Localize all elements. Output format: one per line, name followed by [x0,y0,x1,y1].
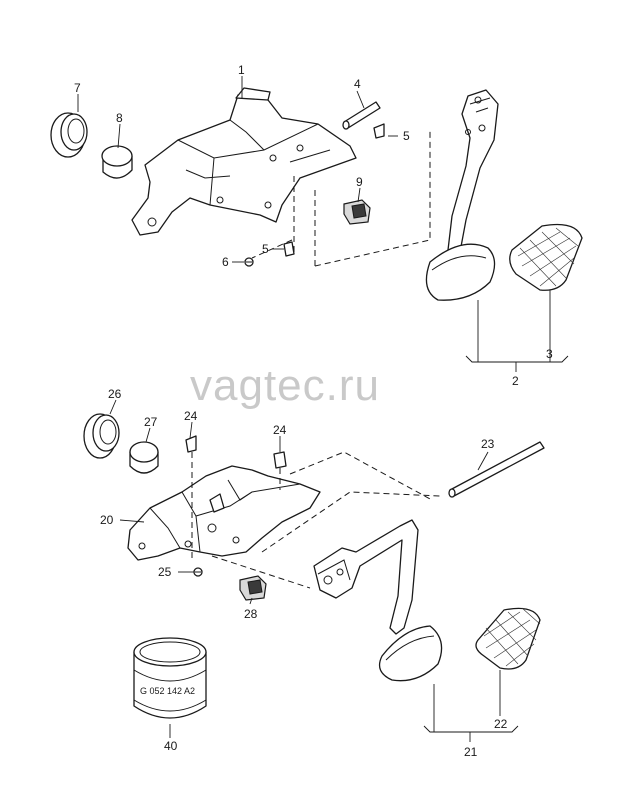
callout-5b: 5 [262,242,269,256]
part-24-clip-b [273,451,287,469]
callout-27: 27 [144,415,158,429]
part-26-grommet [83,413,120,459]
part-2-brake-pedal [425,89,499,301]
leaders-upper [77,76,398,263]
part-8-bushing [101,145,133,179]
callout-24a: 24 [184,409,198,423]
part-9-switch [343,199,371,225]
callout-5a: 5 [403,129,410,143]
sealant-stamp: G 052 142 A2 [140,686,195,696]
part-5-clip-b [283,241,295,257]
assembly-line-lower-d [261,491,441,553]
callout-6: 6 [222,255,229,269]
callout-26: 26 [108,387,122,401]
part-27-bushing [129,441,159,474]
assembly-line-lower-e [211,555,311,589]
part-3-pedal-pad [509,223,583,291]
callout-25: 25 [158,565,172,579]
callout-7: 7 [74,81,81,95]
callout-24b: 24 [273,423,287,437]
part-23-shaft [448,441,545,498]
leaders-lower [109,399,489,738]
watermark: vagtec.ru [190,361,380,410]
part-40-sealant: G 052 142 A2 [133,637,207,719]
callout-20: 20 [100,513,114,527]
part-4-pin [342,101,381,130]
callout-3: 3 [546,347,553,361]
callout-1: 1 [238,63,245,77]
callout-4: 4 [354,77,361,91]
part-5-clip-a [373,123,385,139]
group-bracket-2 [465,290,569,372]
part-1-pedal-bracket [131,87,357,236]
part-28-switch [239,575,267,601]
callout-21: 21 [464,745,478,759]
callout-8: 8 [116,111,123,125]
group-bracket-21 [423,670,519,742]
callout-23: 23 [481,437,495,451]
callout-40: 40 [164,739,178,753]
assembly-line-lower-c [289,451,433,501]
part-22-pedal-pad [475,607,541,670]
part-21-brake-pedal [313,519,443,682]
part-6-screw [244,257,254,267]
part-25-screw [193,567,203,577]
part-24-clip-a [185,435,197,453]
part-7-grommet [50,112,88,158]
part-20-pedal-bracket [127,465,321,561]
callout-2: 2 [512,374,519,388]
callout-9: 9 [356,175,363,189]
callout-22: 22 [494,717,508,731]
callout-28: 28 [244,607,258,621]
assembly-line-upper-b [314,128,431,267]
